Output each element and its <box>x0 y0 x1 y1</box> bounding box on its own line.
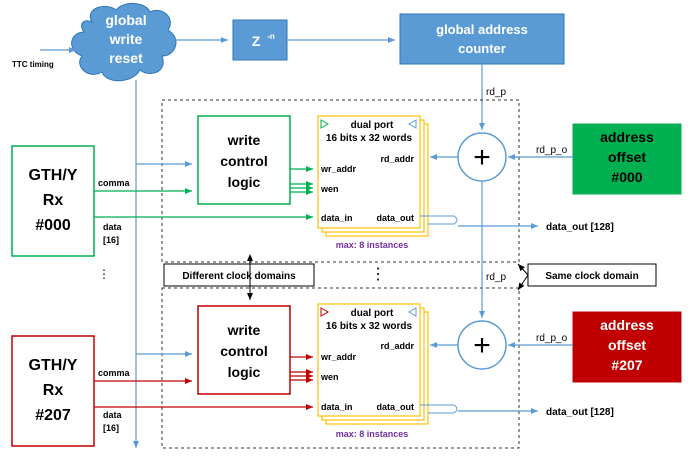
offset-line-3: #000 <box>611 169 642 185</box>
offset-line-1: address <box>600 317 654 333</box>
wcl-line-3: logic <box>228 364 261 380</box>
data-in-port: data_in <box>321 402 353 412</box>
clk-triangle-write <box>320 119 330 129</box>
data-label: data <box>103 410 123 420</box>
adder-plus: + <box>473 141 491 174</box>
wr-addr-port: wr_addr <box>320 164 357 174</box>
same-domain-label: Same clock domain <box>545 271 638 282</box>
delay-sup: -n <box>267 32 275 41</box>
rd-p-o-label: rd_p_o <box>536 145 568 156</box>
address-offset-000 <box>572 123 682 195</box>
offset-line-3: #207 <box>611 357 642 373</box>
comma-label: comma <box>98 368 131 378</box>
rd-p-label-mid: rd_p <box>486 272 506 283</box>
offset-line-2: offset <box>608 337 646 353</box>
offset-line-1: address <box>600 129 654 145</box>
rd-addr-port: rd_addr <box>380 341 414 351</box>
mem-size: 16 bits x 32 words <box>326 133 413 144</box>
wen-port: wen <box>320 184 339 194</box>
gth-rx-block-000 <box>11 145 95 257</box>
data-out-label: data_out [128] <box>546 407 614 418</box>
clk-triangle-read <box>407 119 417 129</box>
rd-p-label-top: rd_p <box>486 87 506 98</box>
data-width-label: [16] <box>103 235 119 245</box>
memory-block-207 <box>317 303 421 417</box>
mem-size: 16 bits x 32 words <box>326 321 413 332</box>
global-write-reset-cloud: global write reset <box>71 3 177 82</box>
channel-207: GTH/Y Rx #207 comma data [16] write cont… <box>11 303 682 447</box>
wr-addr-port: wr_addr <box>320 352 357 362</box>
instances-label: max: 8 instances <box>336 240 409 250</box>
write-control-logic-207 <box>197 305 291 395</box>
gth-line-3: #207 <box>35 407 71 424</box>
data-out-bundle <box>420 215 458 225</box>
delay-label: Z <box>252 33 261 49</box>
reset-line-2: write <box>109 31 143 47</box>
global-address-counter: global address counter <box>399 13 565 65</box>
clock-domain-box-bottom <box>161 287 520 449</box>
gth-line-2: Rx <box>43 192 64 209</box>
gth-rx-block-207 <box>11 335 95 447</box>
wcl-line-1: write <box>227 132 261 148</box>
reset-line-3: reset <box>109 50 143 66</box>
gth-line-1: GTH/Y <box>29 167 78 184</box>
wcl-line-2: control <box>220 153 267 169</box>
clk-triangle-read <box>407 307 417 317</box>
reset-line-1: global <box>105 12 146 28</box>
wen-port: wen <box>320 372 339 382</box>
data-width-label: [16] <box>103 423 119 433</box>
data-out-label: data_out [128] <box>546 222 614 233</box>
offset-line-2: offset <box>608 149 646 165</box>
same-domain-arrow-down <box>517 274 529 291</box>
adder-plus: + <box>473 329 491 362</box>
ttc-timing-label: TTC timing <box>12 60 54 69</box>
mem-title: dual port <box>351 308 394 319</box>
gth-line-2: Rx <box>43 382 64 399</box>
vdots-center: ⋮ <box>370 266 386 283</box>
comma-label: comma <box>98 178 131 188</box>
diff-domains-label: Different clock domains <box>182 271 296 282</box>
channel-000: GTH/Y Rx #000 comma data [16] write cont… <box>11 115 682 257</box>
instances-label: max: 8 instances <box>336 429 409 439</box>
wcl-line-3: logic <box>228 174 261 190</box>
counter-line-2: counter <box>458 41 506 56</box>
address-offset-207 <box>572 311 682 383</box>
wcl-line-1: write <box>227 322 261 338</box>
vdots-left: ⋮ <box>98 267 110 281</box>
clk-triangle-write <box>320 307 330 317</box>
same-clock-domain-box: Same clock domain <box>527 263 657 287</box>
memory-block-000 <box>317 115 421 229</box>
gth-line-1: GTH/Y <box>29 357 78 374</box>
data-in-port: data_in <box>321 213 353 223</box>
mem-title: dual port <box>351 120 394 131</box>
data-out-bundle <box>420 404 458 414</box>
rd-addr-port: rd_addr <box>380 154 414 164</box>
counter-line-1: global address <box>436 22 528 37</box>
data-out-port: data_out <box>376 213 414 223</box>
different-clock-domains-box: Different clock domains <box>163 263 315 287</box>
rd-p-o-label: rd_p_o <box>536 333 568 344</box>
delay-block: Z -n <box>232 19 288 61</box>
clock-domain-box-top <box>161 99 520 263</box>
data-out-port: data_out <box>376 402 414 412</box>
gth-line-3: #000 <box>35 217 71 234</box>
same-domain-arrow-up <box>517 263 529 276</box>
data-label: data <box>103 222 123 232</box>
wcl-line-2: control <box>220 343 267 359</box>
write-control-logic-000 <box>197 115 291 205</box>
